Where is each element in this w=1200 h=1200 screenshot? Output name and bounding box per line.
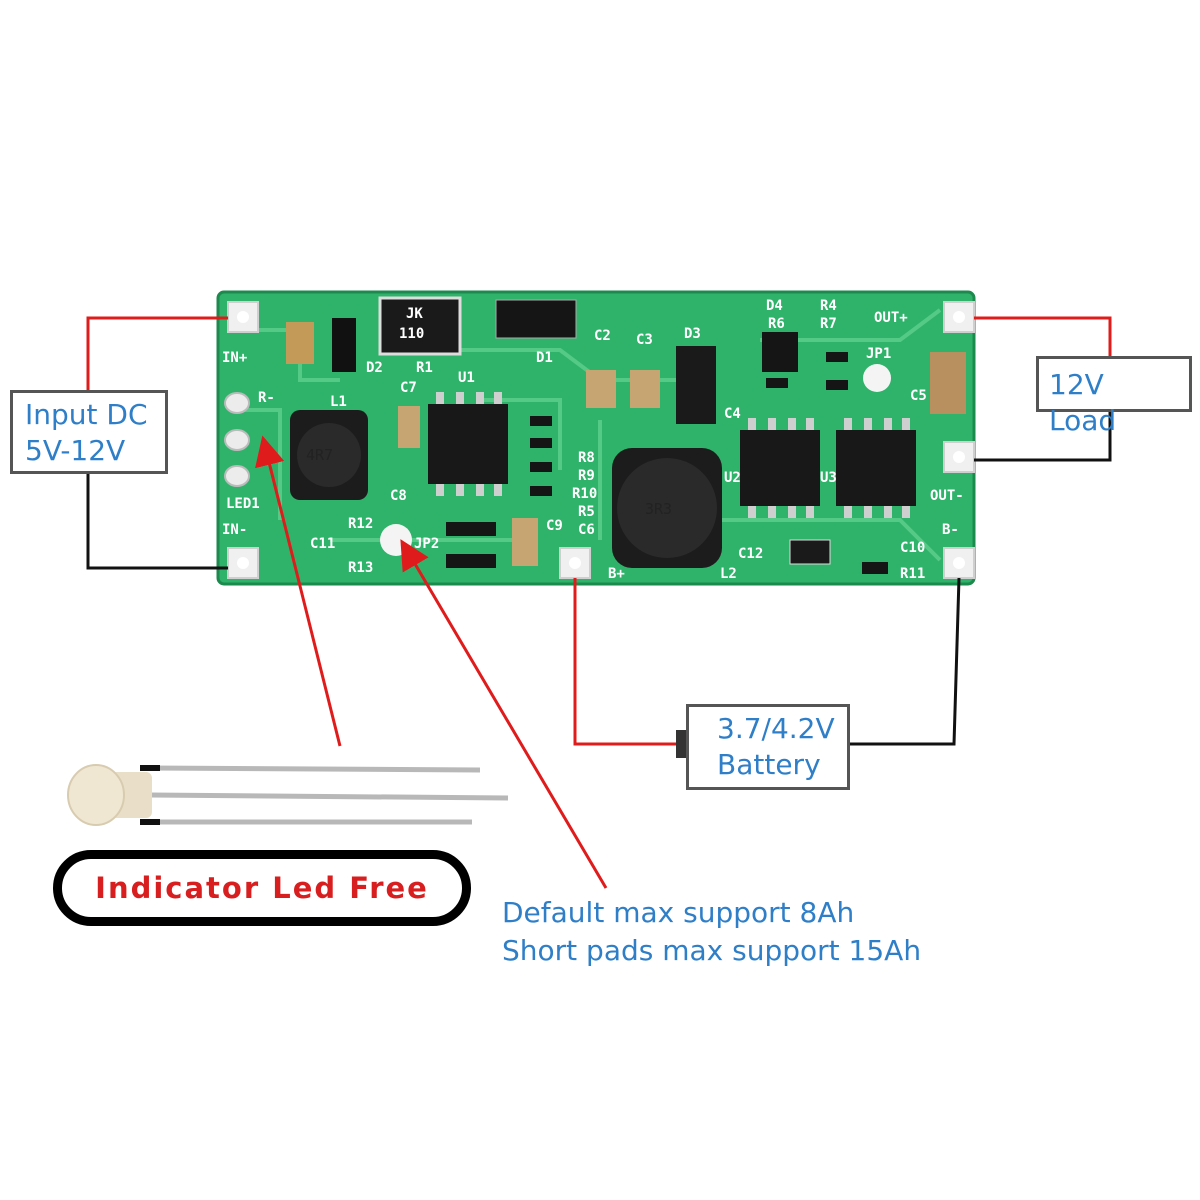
arrow-to-jp2 xyxy=(400,539,608,889)
indicator-led-badge: Indicator Led Free xyxy=(53,850,471,926)
led-hole-1 xyxy=(224,392,250,414)
silk-c10: C10 xyxy=(900,540,925,556)
arrow-to-led xyxy=(255,435,342,747)
silk-c9: C9 xyxy=(546,518,563,534)
c9-cap xyxy=(512,518,538,566)
wires xyxy=(86,316,1112,746)
tantalum-cap xyxy=(286,322,314,364)
jk-component xyxy=(378,296,462,356)
input-dc-label: Input DC 5V-12V xyxy=(10,390,168,474)
jp1-pad xyxy=(863,364,891,392)
pad-label-out-plus: OUT+ xyxy=(874,310,908,326)
wire-b-plus xyxy=(573,578,678,746)
silk-c7: C7 xyxy=(400,380,417,396)
silk-c6: C6 xyxy=(578,522,595,538)
wire-b-minus xyxy=(850,577,961,746)
pad-label-in-minus: IN- xyxy=(222,522,247,538)
input-dc-line2: 5V-12V xyxy=(25,434,126,467)
ss-diode xyxy=(495,299,577,339)
pcb-board: JK 110 4R7 3R3 xyxy=(216,290,976,586)
wire-in-minus xyxy=(86,474,228,570)
silk-r5: R5 xyxy=(578,504,595,520)
silk-c8: C8 xyxy=(390,488,407,504)
silk-jp2: JP2 xyxy=(414,536,439,552)
wire-out-minus xyxy=(974,412,1112,462)
c5-cap xyxy=(930,352,966,414)
silk-l2: L2 xyxy=(720,566,737,582)
capacity-note-line1: Default max support 8Ah xyxy=(502,896,855,929)
silk-c3: C3 xyxy=(636,332,653,348)
c2-cap xyxy=(586,370,616,408)
ic-u1 xyxy=(428,404,508,484)
led-hole-2 xyxy=(224,429,250,451)
silk-d1: D1 xyxy=(536,350,553,366)
battery-terminal xyxy=(676,730,688,758)
capacity-note: Default max support 8Ah Short pads max s… xyxy=(502,894,921,970)
jk-label: JK xyxy=(406,306,423,322)
jk-number: 110 xyxy=(399,326,424,342)
ic-u2 xyxy=(740,430,820,506)
silk-d3: D3 xyxy=(684,326,701,342)
silk-c12: C12 xyxy=(738,546,763,562)
c7-cap xyxy=(398,406,420,448)
load-text: 12V Load xyxy=(1049,368,1117,437)
silk-r10: R10 xyxy=(572,486,597,502)
d2-diode xyxy=(332,318,356,372)
l1-marking: 4R7 xyxy=(306,446,333,464)
silk-r12: R12 xyxy=(348,516,373,532)
pad-label-b-minus: B- xyxy=(942,522,959,538)
capacity-note-line2: Short pads max support 15Ah xyxy=(502,934,922,967)
silk-d4: D4 xyxy=(766,298,783,314)
silk-r6: R6 xyxy=(768,316,785,332)
silk-r9: R9 xyxy=(578,468,595,484)
silk-u2: U2 xyxy=(724,470,741,486)
indicator-led-text: Indicator Led Free xyxy=(95,871,429,905)
load-label: 12V Load xyxy=(1036,356,1192,437)
silk-c4: C4 xyxy=(724,406,741,422)
indicator-led xyxy=(67,764,509,826)
wire-in-plus xyxy=(86,316,228,390)
pad-label-out-minus: OUT- xyxy=(930,488,964,504)
silk-r1: R1 xyxy=(416,360,433,376)
jp2-pad xyxy=(380,524,412,556)
silk-r13: R13 xyxy=(348,560,373,576)
silk-jp1: JP1 xyxy=(866,346,891,362)
input-dc-line1: Input DC xyxy=(25,398,148,431)
silk-l1: L1 xyxy=(330,394,347,410)
battery-line1: 3.7/4.2V xyxy=(717,712,835,745)
silk-r7: R7 xyxy=(820,316,837,332)
silk-c2: C2 xyxy=(594,328,611,344)
wire-out-plus xyxy=(974,316,1112,356)
ic-u3 xyxy=(836,430,916,506)
pad-label-r: R- xyxy=(258,390,275,406)
l2-marking: 3R3 xyxy=(645,500,672,518)
battery-label: 3.7/4.2V Battery xyxy=(686,704,850,790)
led-hole-3 xyxy=(224,465,250,487)
pad-label-b-plus: B+ xyxy=(608,566,625,582)
silk-r4: R4 xyxy=(820,298,837,314)
silk-u1: U1 xyxy=(458,370,475,386)
d3-diode xyxy=(676,346,716,424)
silk-d2: D2 xyxy=(366,360,383,376)
silk-r11: R11 xyxy=(900,566,925,582)
silk-c5: C5 xyxy=(910,388,927,404)
c3-cap xyxy=(630,370,660,408)
pad-label-in-plus: IN+ xyxy=(222,350,247,366)
silk-c11: C11 xyxy=(310,536,335,552)
battery-line2: Battery xyxy=(717,748,821,781)
pad-label-led: LED1 xyxy=(226,496,260,512)
silk-u3: U3 xyxy=(820,470,837,486)
silk-r8: R8 xyxy=(578,450,595,466)
